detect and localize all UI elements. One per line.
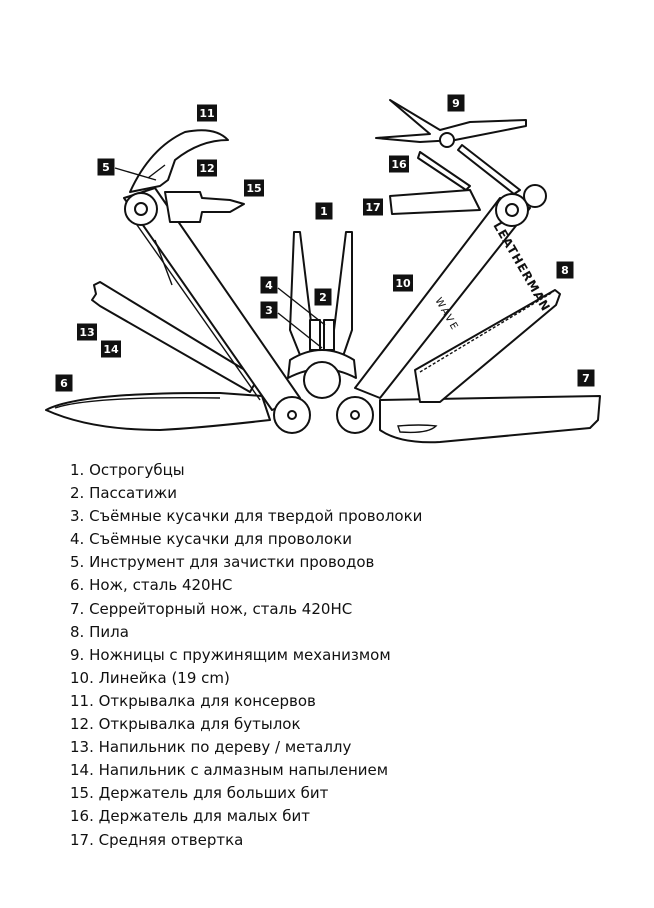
left-pivot [124,192,158,226]
legend-item: 7. Серрейторный нож, сталь 420НС [70,599,353,618]
leader-4 [277,287,326,326]
legend-item: 8. Пила [70,622,129,641]
can-opener [129,129,229,193]
callout-number: 4 [265,279,273,292]
callout-box [314,288,332,306]
callout-label-10: 10 [393,274,413,292]
callout-label-12: 12 [197,159,217,177]
legend-item: 15. Держатель для больших бит [70,784,329,803]
pliers [287,231,357,399]
callout-number: 5 [102,161,110,174]
callout-label-8: 8 [556,261,574,279]
callout-label-13: 13 [77,323,97,341]
callout-number: 13 [79,326,94,339]
legend-item: 3. Съёмные кусачки для твердой проволоки [70,507,423,526]
legend-item: 17. Средняя отвертка [70,830,244,849]
serrated-knife [379,395,601,444]
callout-box [77,323,97,341]
callout-box [393,274,413,292]
left-handle [123,187,301,411]
callout-number: 3 [265,304,273,317]
callout-label-17: 17 [363,198,383,216]
callout-label-5: 5 [97,158,115,176]
callout-box [260,301,278,319]
callout-box [447,94,465,112]
callout-label-2: 2 [314,288,332,306]
callout-label-11: 11 [197,104,217,122]
callout-number: 1 [320,205,328,218]
knife-blade [45,391,271,431]
legend-item: 5. Инструмент для зачистки проводов [70,553,375,572]
legend-item: 11. Открывалка для консервов [70,691,316,710]
callout-label-4: 4 [260,276,278,294]
callout-label-14: 14 [101,340,121,358]
callout-box [197,104,217,122]
callout-number: 16 [391,158,407,171]
callout-number: 6 [60,377,68,390]
callout-number: 17 [365,201,380,214]
legend-item: 16. Держатель для малых бит [70,807,311,826]
screwdriver-medium [389,189,481,215]
legend-item: 14. Напильник с алмазным напылением [70,761,389,780]
legend-item: 2. Пассатижи [70,484,177,503]
callout-box [197,159,217,177]
callout-number: 8 [561,264,569,277]
legend-item: 4. Съёмные кусачки для проволоки [70,530,353,549]
callout-box [389,155,409,173]
callout-box [363,198,383,216]
callout-box [260,276,278,294]
callout-box [556,261,574,279]
callout-number: 14 [103,343,119,356]
brand-label: LEATHERMAN [490,220,553,315]
callout-box [315,202,333,220]
callout-number: 11 [199,107,214,120]
right-pivot [495,184,547,227]
callout-number: 2 [319,291,327,304]
callout-number: 10 [395,277,411,290]
callout-box [577,369,595,387]
legend-item: 9. Ножницы с пружинящим механизмом [70,645,391,664]
callout-label-9: 9 [447,94,465,112]
callout-label-16: 16 [389,155,409,173]
callout-label-15: 15 [244,179,264,197]
leader-3 [277,312,323,349]
legend-item: 6. Нож, сталь 420НС [70,576,233,595]
callout-number: 7 [582,372,590,385]
callout-box [97,158,115,176]
legend-item: 10. Линейка (19 cm) [70,668,230,687]
callout-box [244,179,264,197]
bit-holder-large [164,191,245,223]
callout-number: 12 [199,162,214,175]
bit-holder-small [417,151,471,191]
saw [414,289,561,403]
callout-label-1: 1 [315,202,333,220]
bottom-pivots [273,396,374,434]
leader-5 [114,167,157,181]
legend-item: 1. Острогубцы [70,461,185,479]
callout-label-6: 6 [55,374,73,392]
parts-legend: 1. Острогубцы 2. Пассатижи 3. Съёмные куса… [70,459,422,852]
file-tool [91,281,259,393]
legend-item: 12. Открывалка для бутылок [70,715,301,734]
callout-box [101,340,121,358]
legend-item: 13. Напильник по дереву / металлу [70,738,352,757]
callout-label-3: 3 [260,301,278,319]
callout-box [55,374,73,392]
callout-number: 15 [246,182,261,195]
callout-number: 9 [452,97,460,110]
callout-label-7: 7 [577,369,595,387]
